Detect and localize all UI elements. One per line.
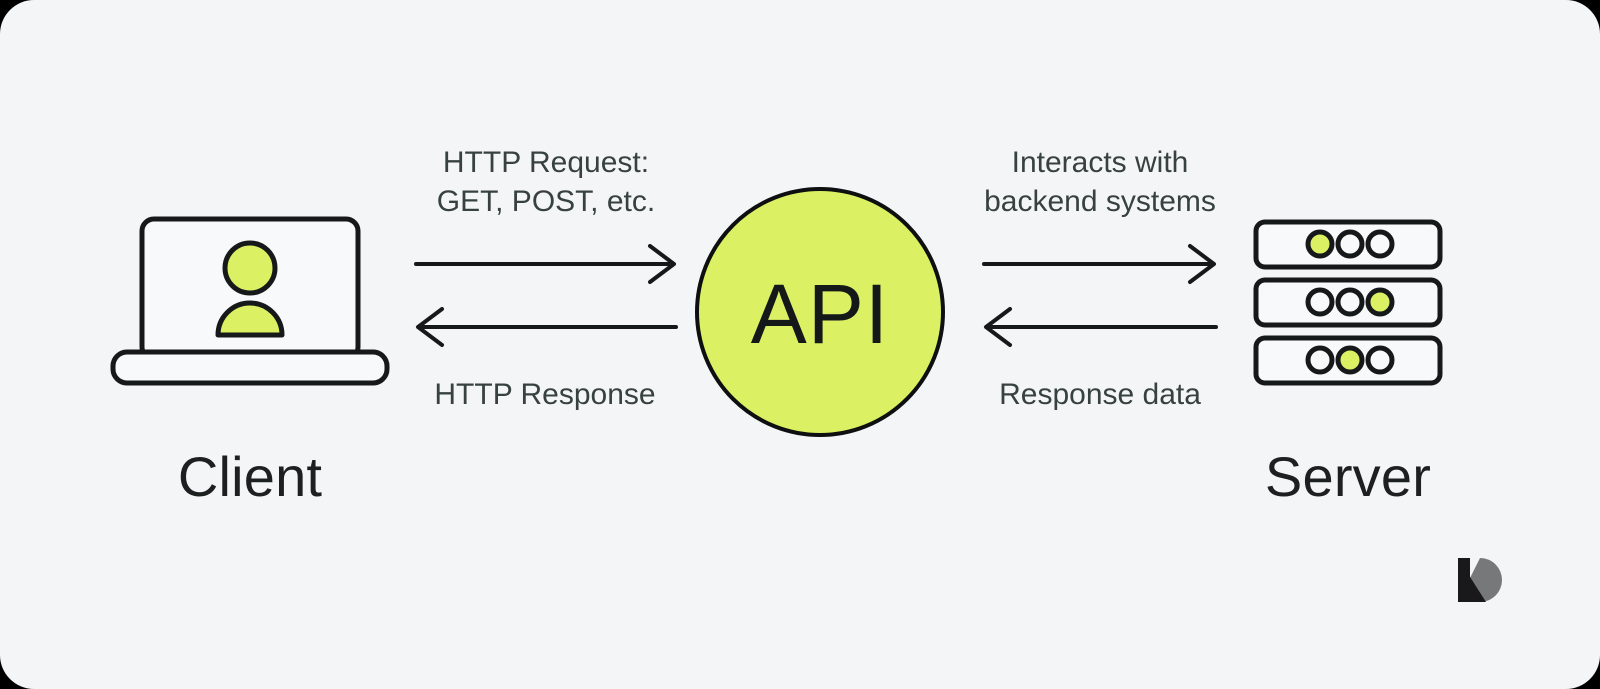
- laptop-icon: [110, 216, 390, 386]
- rack-light-off: [1305, 345, 1335, 375]
- connector-label-interacts-line1: Interacts with: [1012, 146, 1189, 179]
- server-label: Server: [1265, 445, 1431, 508]
- server-rack-icon: [1253, 219, 1443, 386]
- client-label: Client: [178, 445, 323, 508]
- server-rack-row: [1253, 277, 1443, 328]
- server-node: Server: [1253, 219, 1443, 508]
- arrow-head-right: [1188, 244, 1216, 284]
- rack-light-on: [1365, 287, 1395, 317]
- connector-label-http-response: HTTP Response: [434, 378, 655, 411]
- api-node: API: [695, 187, 945, 437]
- connector-client-to-api: [414, 244, 676, 284]
- server-rack-row: [1253, 219, 1443, 270]
- server-rack-row: [1253, 335, 1443, 386]
- user-head-icon: [222, 240, 278, 296]
- connector-label-response-data: Response data: [999, 378, 1201, 411]
- connector-server-to-api: [984, 307, 1218, 347]
- connector-label-http-request-line1: HTTP Request:: [443, 146, 649, 179]
- connector-api-to-server: [982, 244, 1216, 284]
- rack-light-off: [1335, 229, 1365, 259]
- api-label: API: [751, 267, 889, 361]
- arrow-head-left: [416, 307, 444, 347]
- arrow-head-left: [984, 307, 1012, 347]
- api-circle: [695, 187, 945, 437]
- arrow-head-right: [648, 244, 676, 284]
- connector-label-http-request-line2: GET, POST, etc.: [437, 185, 655, 218]
- client-node: Client: [110, 216, 390, 508]
- rack-light-on: [1335, 345, 1365, 375]
- rack-light-off: [1305, 287, 1335, 317]
- connector-api-to-client: [416, 307, 678, 347]
- rack-light-on: [1305, 229, 1335, 259]
- connector-label-interacts-line2: backend systems: [984, 185, 1216, 218]
- brand-logo-r-icon: [1458, 558, 1502, 602]
- logo-stem-shape: [1458, 558, 1470, 602]
- user-avatar-icon: [215, 240, 285, 338]
- user-body-icon: [215, 300, 285, 338]
- laptop-base: [110, 349, 390, 386]
- rack-light-off: [1365, 345, 1395, 375]
- rack-light-off: [1335, 287, 1365, 317]
- rack-light-off: [1365, 229, 1395, 259]
